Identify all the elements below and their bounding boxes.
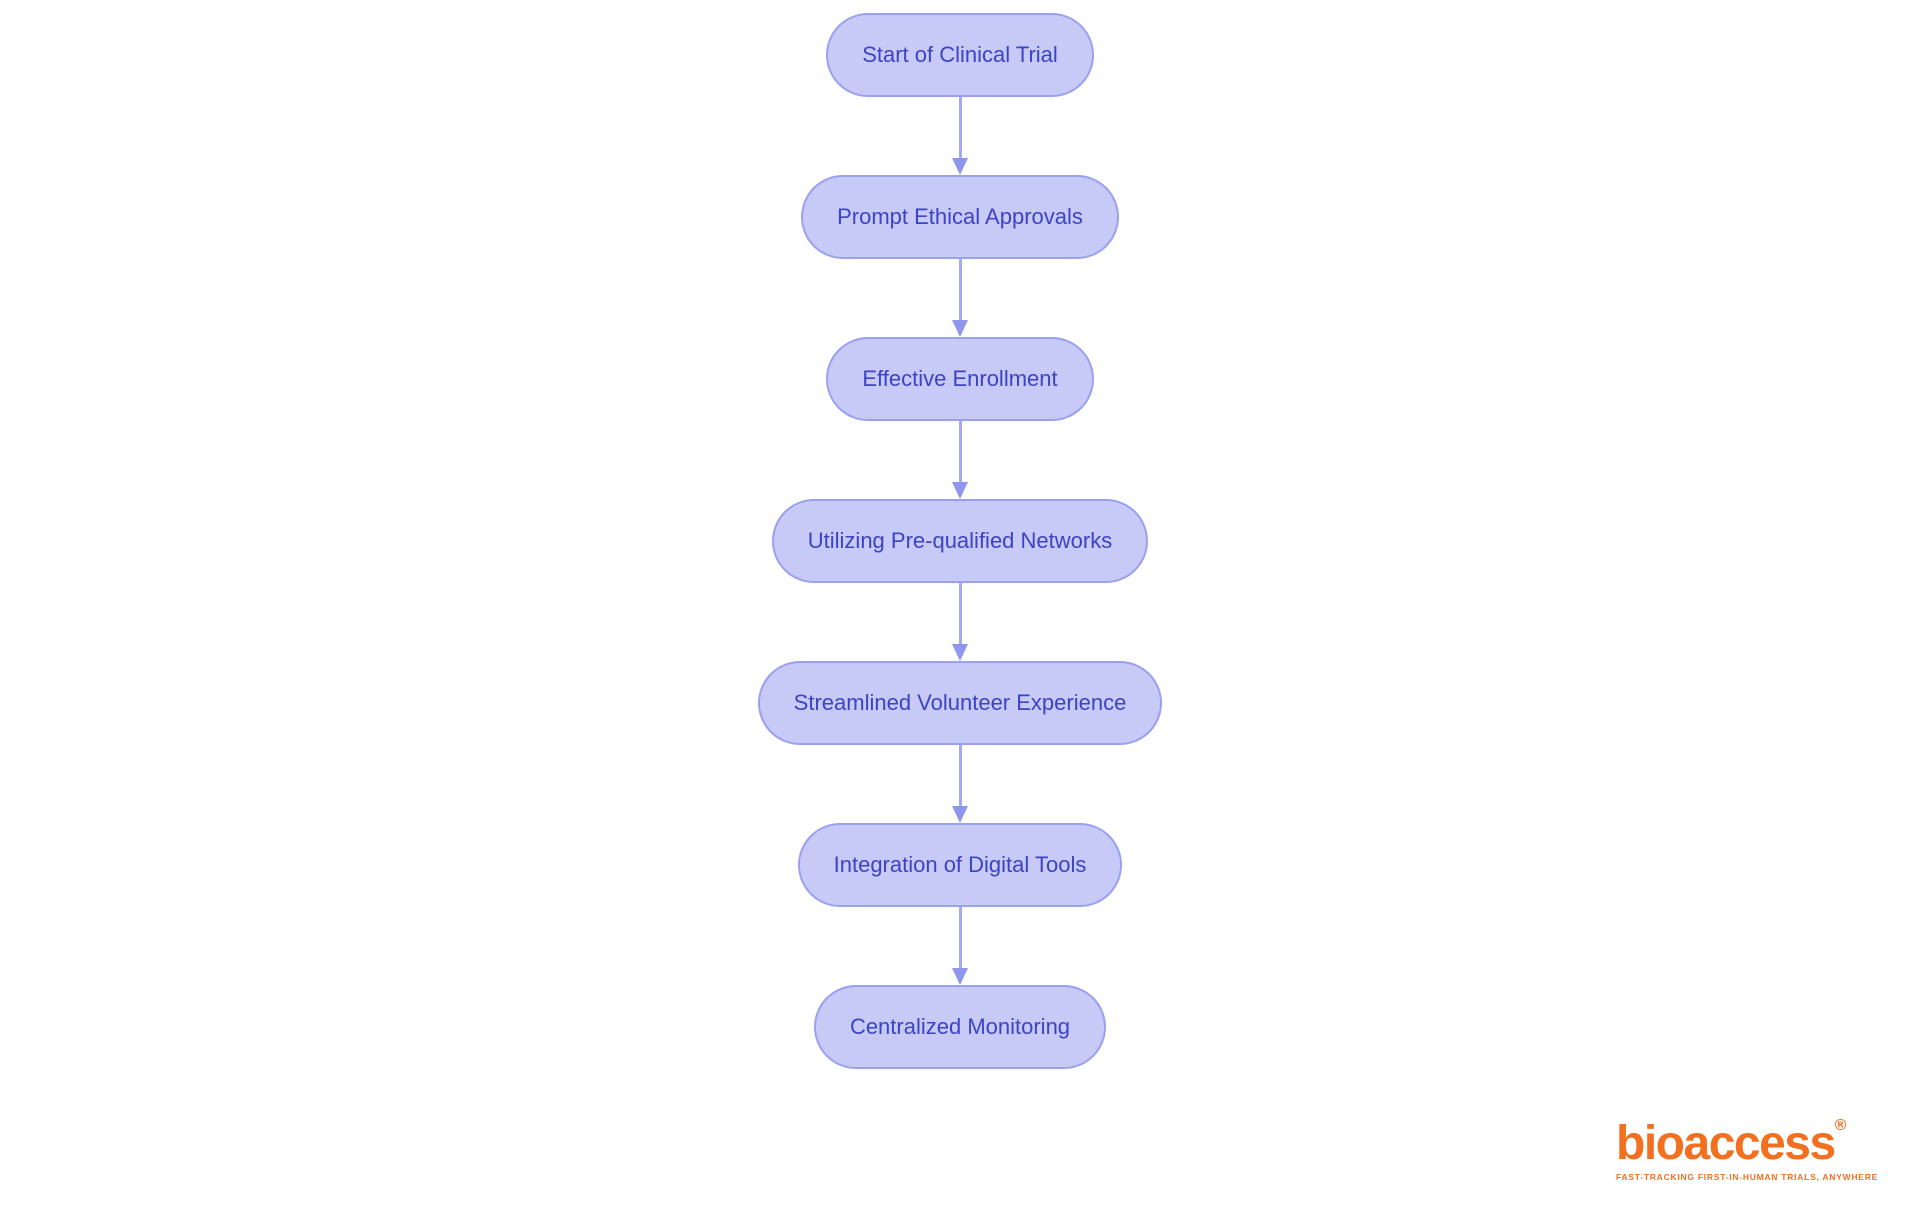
arrow-line	[958, 907, 962, 968]
flow-node: Streamlined Volunteer Experience	[757, 661, 1163, 745]
arrow-line	[958, 745, 962, 806]
flowchart: Start of Clinical Trial Prompt Ethical A…	[0, 13, 1920, 1069]
flow-arrow	[952, 745, 968, 823]
logo-brand-text: bioaccess	[1616, 1117, 1836, 1170]
arrow-line	[958, 421, 962, 482]
registered-trademark-icon: ®	[1834, 1117, 1847, 1134]
flow-arrow	[952, 259, 968, 337]
flow-arrow	[952, 97, 968, 175]
flow-arrow	[952, 907, 968, 985]
flow-node: Prompt Ethical Approvals	[801, 175, 1119, 259]
arrow-line	[958, 97, 962, 158]
arrow-down-icon	[952, 644, 968, 661]
arrow-down-icon	[952, 482, 968, 499]
flow-node-label: Effective Enrollment	[862, 366, 1058, 391]
arrow-line	[958, 583, 962, 644]
logo-tagline: FAST-TRACKING FIRST-IN-HUMAN TRIALS, ANY…	[1616, 1172, 1878, 1182]
arrow-down-icon	[952, 968, 968, 985]
flow-node-label: Utilizing Pre-qualified Networks	[807, 528, 1113, 553]
flow-node-label: Prompt Ethical Approvals	[837, 204, 1083, 229]
bioaccess-logo: bioaccess ® FAST-TRACKING FIRST-IN-HUMAN…	[1616, 1117, 1878, 1183]
flow-node-label: Start of Clinical Trial	[862, 42, 1058, 67]
arrow-line	[958, 259, 962, 320]
arrow-down-icon	[952, 806, 968, 823]
flow-node: Start of Clinical Trial	[826, 13, 1094, 97]
flow-node: Effective Enrollment	[826, 337, 1094, 421]
flow-node-label: Integration of Digital Tools	[833, 852, 1087, 877]
arrow-down-icon	[952, 158, 968, 175]
logo-brand-row: bioaccess ®	[1616, 1117, 1878, 1170]
flow-node-label: Streamlined Volunteer Experience	[793, 690, 1127, 715]
arrow-down-icon	[952, 320, 968, 337]
flow-node-label: Centralized Monitoring	[849, 1014, 1071, 1039]
flow-node: Utilizing Pre-qualified Networks	[771, 499, 1149, 583]
flow-node: Centralized Monitoring	[813, 985, 1107, 1069]
flow-arrow	[952, 583, 968, 661]
flow-node: Integration of Digital Tools	[797, 823, 1123, 907]
flow-arrow	[952, 421, 968, 499]
